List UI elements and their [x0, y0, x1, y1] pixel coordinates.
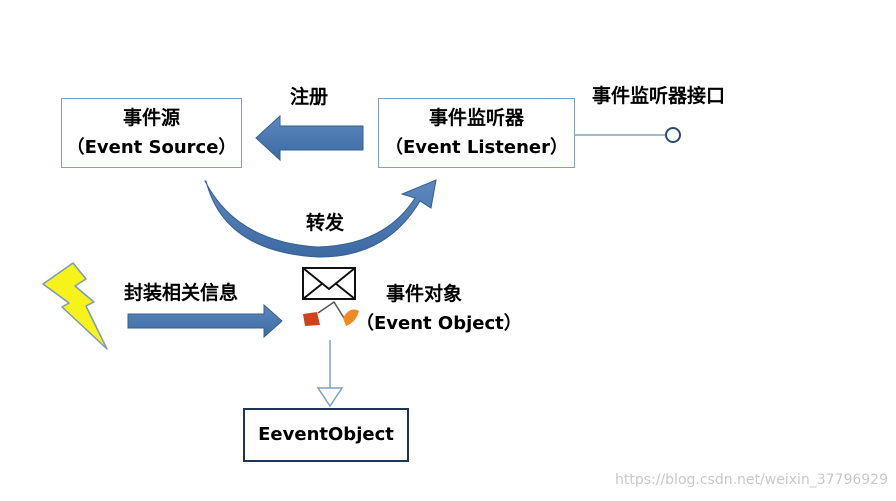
interface-lollipop-icon — [665, 127, 681, 143]
event-listener-subtitle: （Event Listener） — [385, 137, 568, 158]
event-source-subtitle: （Event Source） — [66, 137, 237, 158]
event-object-class-box: EeventObject — [243, 408, 409, 462]
register-arrow — [255, 114, 364, 162]
message-sticker-icon — [303, 300, 359, 326]
event-object-label: 事件对象 — [386, 283, 463, 305]
inheritance-triangle — [316, 387, 344, 408]
watermark: https://blog.csdn.net/weixin_37796929 — [614, 472, 888, 488]
event-listener-title: 事件监听器 — [428, 107, 524, 129]
envelope-icon — [302, 267, 356, 300]
listener-interface-label: 事件监听器接口 — [592, 85, 726, 107]
forward-curved-arrow — [204, 179, 437, 258]
forward-label: 转发 — [306, 212, 345, 234]
event-object-en-label: （Event Object） — [356, 313, 522, 334]
encapsulate-label: 封装相关信息 — [124, 282, 239, 304]
event-source-title: 事件源 — [122, 107, 180, 129]
event-object-class-label: EeventObject — [258, 424, 394, 445]
event-source-box: 事件源 （Event Source） — [61, 98, 242, 168]
register-label: 注册 — [290, 86, 329, 108]
lightning-icon — [42, 262, 108, 350]
encapsulate-arrow — [127, 303, 283, 339]
event-listener-box: 事件监听器 （Event Listener） — [378, 98, 575, 168]
